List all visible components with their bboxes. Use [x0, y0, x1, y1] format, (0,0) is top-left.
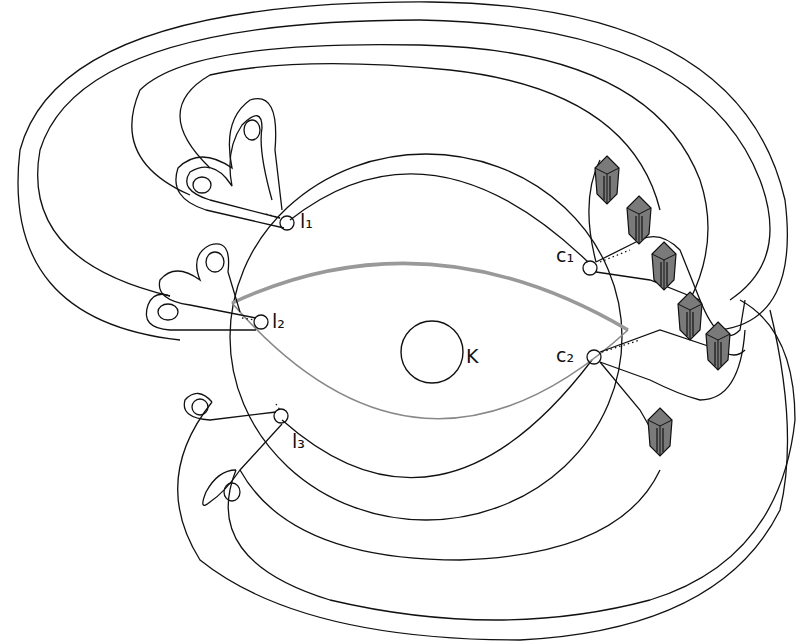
pocket [224, 483, 240, 501]
node-label: K [466, 347, 478, 366]
tube [184, 393, 276, 420]
outer-band [228, 300, 795, 620]
inner-arc [290, 174, 588, 262]
tube [176, 99, 284, 228]
outer-band [18, 2, 787, 340]
outer-band [178, 310, 788, 640]
tube [159, 244, 256, 318]
outer-band [240, 470, 660, 560]
pocket [206, 252, 224, 272]
equator-front [232, 263, 628, 330]
structure-label: l₂ [272, 312, 285, 331]
sphere-outline [230, 154, 622, 520]
crystals [595, 156, 730, 456]
circle-outline [400, 320, 464, 384]
pocket [192, 399, 208, 415]
equator-back [232, 303, 628, 419]
circle-node: K [400, 320, 464, 384]
structure-label: l₁ [300, 212, 313, 231]
pocket [158, 304, 178, 320]
tube [187, 116, 280, 218]
pocket [193, 177, 211, 193]
structure-label: c₂ [556, 346, 574, 365]
structure-label: c₁ [556, 246, 574, 265]
tube [203, 424, 282, 505]
outer-band [180, 64, 660, 210]
tube [596, 237, 745, 336]
tube [596, 272, 700, 300]
outer-band [132, 45, 708, 300]
structure-label: l₃ [292, 432, 305, 451]
tube [146, 294, 256, 330]
outer-band [38, 20, 770, 300]
pocket [244, 120, 260, 140]
